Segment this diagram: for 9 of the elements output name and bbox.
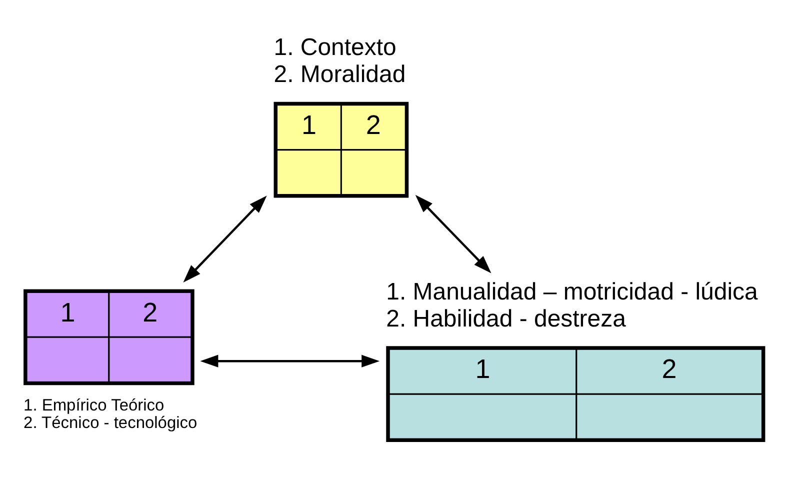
node-label: 2. Moralidad	[274, 61, 406, 88]
arrow	[183, 196, 267, 282]
node-label: 1. Contexto	[274, 34, 396, 62]
node-label: 2. Técnico - tecnológico	[24, 414, 198, 432]
arrow	[200, 354, 380, 368]
node-label: 2. Habilidad - destreza	[386, 305, 626, 332]
node-label: 1. Manualidad – motricidad - lúdica	[386, 278, 758, 306]
arrow	[415, 194, 492, 274]
node-label: 1. Empírico Teórico	[24, 396, 164, 414]
